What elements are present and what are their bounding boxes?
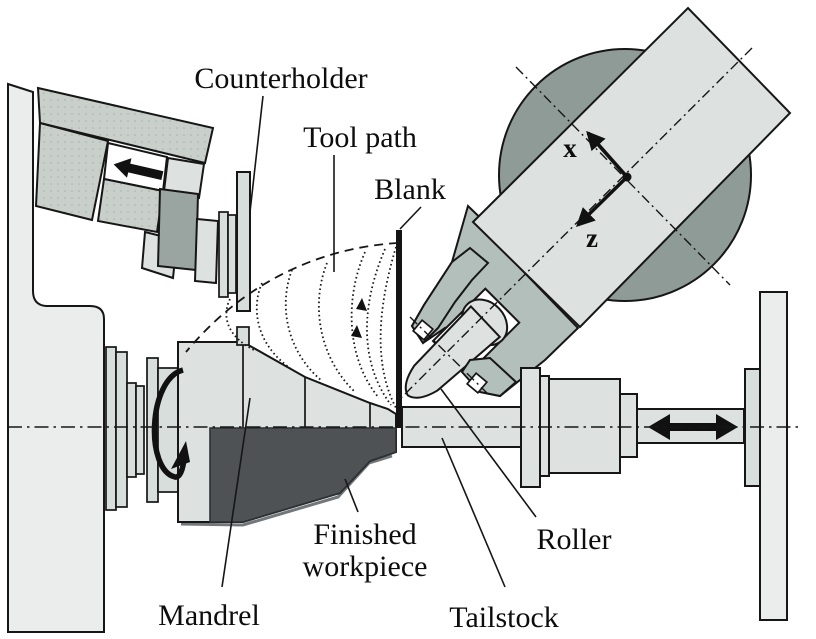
tailstock-plate xyxy=(539,375,550,477)
counterholder-arm xyxy=(34,86,251,346)
roller xyxy=(404,298,509,399)
mandrel-leader xyxy=(221,397,251,588)
z-axis-arrow xyxy=(575,175,629,227)
blank-sheet xyxy=(396,230,402,428)
tailstock-step-block xyxy=(619,393,638,458)
tailstock-leader xyxy=(441,437,506,588)
arm-top-band xyxy=(36,86,215,165)
holder-plate-1 xyxy=(218,211,229,298)
counterholder-disc-lower xyxy=(236,326,250,346)
tool-path-pass-5 xyxy=(350,251,380,399)
spindle-plate-3 xyxy=(126,382,137,478)
holder-block xyxy=(193,217,220,285)
mandrel-assembly xyxy=(151,341,397,527)
spindle-plate-4 xyxy=(135,385,145,475)
roller-axis-centerline xyxy=(397,47,753,402)
label-blank: Blank xyxy=(374,173,446,206)
tool-path-pass-3 xyxy=(284,269,323,382)
tool-path-direction-arrow-2 xyxy=(351,325,362,338)
roller-leader xyxy=(440,388,537,518)
tailstock-column xyxy=(759,291,788,621)
label-finished-workpiece: Finished workpiece xyxy=(303,519,428,583)
blank-initial-profile-dashed xyxy=(185,242,399,353)
holder-plate-2 xyxy=(227,214,237,294)
label-axis-z: z xyxy=(586,223,598,253)
finished-workpiece-shell xyxy=(209,427,397,523)
tool-path-pass-6 xyxy=(366,248,392,406)
label-axis-x: x xyxy=(563,133,577,163)
tool-path-pass-4 xyxy=(318,262,355,392)
tailstock-assembly xyxy=(401,291,788,621)
feed-arrow-left xyxy=(113,158,164,181)
roller-unit xyxy=(397,6,792,402)
tailstock-travel-arrow xyxy=(648,414,738,440)
leader-lines xyxy=(221,95,537,588)
machine-bed xyxy=(7,82,179,633)
tool-path-direction-arrow-1 xyxy=(356,298,367,311)
arm-lower-block xyxy=(96,177,165,234)
x-axis-arrow xyxy=(586,130,629,179)
label-roller: Roller xyxy=(536,523,612,556)
spindle-rotation-arrowhead xyxy=(171,441,190,469)
roller-fork-front-arm xyxy=(410,246,490,345)
spindle-plate-1 xyxy=(105,346,117,511)
tool-path-pass-1 xyxy=(225,298,255,351)
arm-right-quad xyxy=(162,156,206,200)
label-finished-workpiece-line1: Finished xyxy=(313,518,417,551)
tool-path-curves xyxy=(185,242,399,409)
tool-path-pass-7 xyxy=(379,246,397,409)
label-counterholder: Counterholder xyxy=(194,62,368,95)
label-mandrel: Mandrel xyxy=(158,599,260,632)
headstock-body xyxy=(7,82,105,633)
arm-dark-block xyxy=(156,187,200,272)
roller-cross-centerline xyxy=(515,66,731,286)
label-tool-path: Tool path xyxy=(303,121,417,154)
spindle-plate-2 xyxy=(115,351,128,508)
counterholder-leader xyxy=(249,95,264,213)
label-tailstock: Tailstock xyxy=(449,601,559,634)
tailstock-housing xyxy=(548,378,621,474)
tool-path-pass-2 xyxy=(255,282,291,369)
finished-workpiece-leader xyxy=(344,478,359,513)
label-finished-workpiece-line2: workpiece xyxy=(302,550,428,583)
blank-leader xyxy=(399,206,422,230)
arm-left-block xyxy=(34,121,110,222)
counterholder-disc xyxy=(236,171,251,312)
cone-shadow xyxy=(180,454,393,527)
spindle-rotation-arrow xyxy=(151,367,187,480)
